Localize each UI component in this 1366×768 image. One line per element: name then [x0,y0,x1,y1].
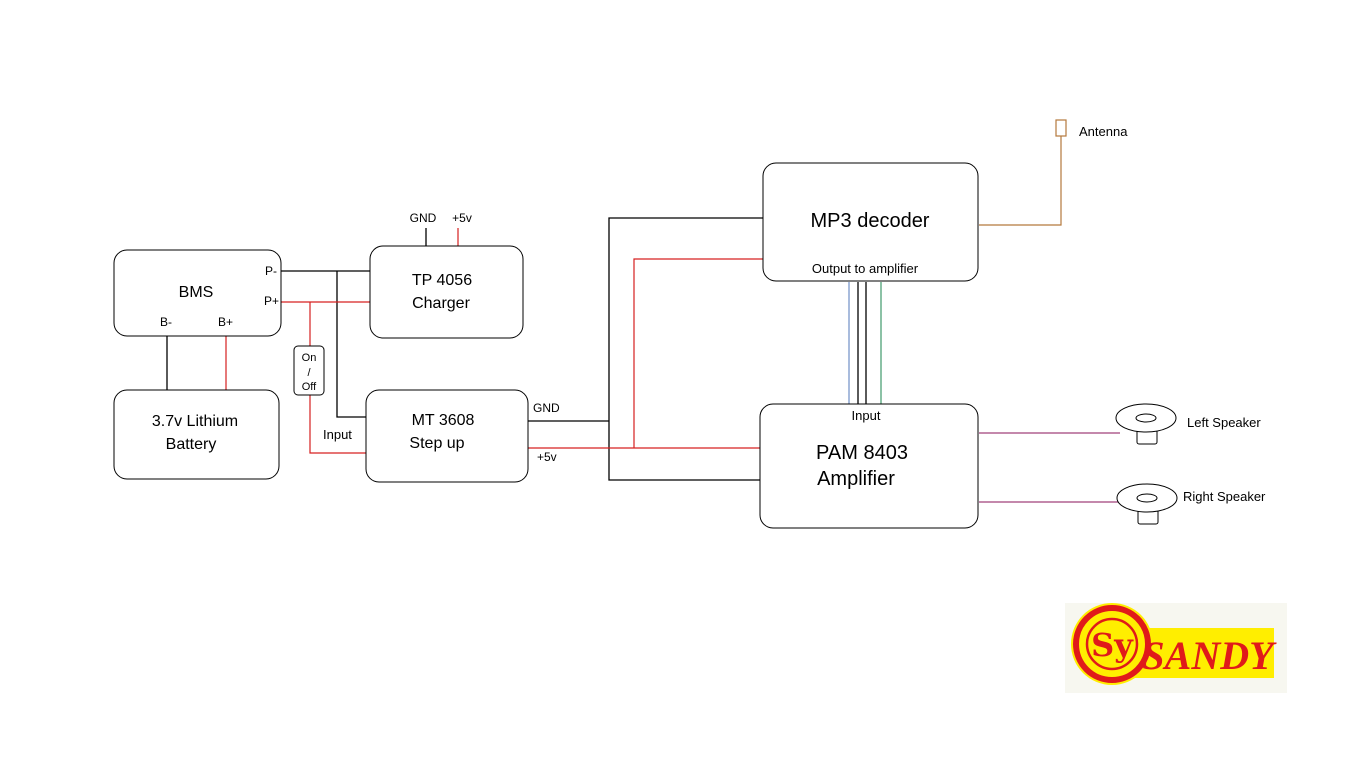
wire-antenna [979,136,1062,226]
sandy-logo: Sy SANDY [1065,603,1287,693]
stepup-gnd-label: GND [533,401,560,415]
antenna: Antenna [1055,119,1128,139]
battery-label-line1: 3.7v Lithium [152,413,238,430]
logo-badge-letters: Sy [1091,626,1134,664]
bms-pin-p-minus: P- [265,264,277,278]
wires [166,136,1120,503]
logo-text: SANDY [1142,633,1277,678]
stepup-input-label: Input [323,427,352,442]
bms-title: BMS [179,284,214,301]
amplifier-label-line2: Amplifier [817,468,895,490]
charger-block: TP 4056 Charger GND +5v [369,211,524,339]
wire-gnd-bus [608,217,763,481]
left-speaker: Left Speaker [1115,403,1261,445]
decoder-title: MP3 decoder [811,210,930,232]
switch-label-off: Off [302,381,317,393]
speaker-icon [1116,483,1178,525]
mp3-decoder-block: MP3 decoder Output to amplifier [762,162,979,282]
bms-pin-b-minus: B- [160,315,172,329]
left-speaker-label: Left Speaker [1187,415,1261,430]
battery-block: 3.7v Lithium Battery [113,389,280,480]
stepup-label-line2: Step up [409,435,464,452]
amplifier-label-line1: PAM 8403 [816,442,908,464]
right-speaker: Right Speaker [1116,483,1266,525]
stepup-block: MT 3608 Step up Input GND +5v [323,389,560,483]
bms-pin-p-plus: P+ [264,294,279,308]
right-speaker-label: Right Speaker [1183,489,1266,504]
amplifier-input-label: Input [852,408,881,423]
charger-gnd-label: GND [410,211,437,225]
speaker-icon [1115,403,1177,445]
power-switch: On / Off [293,345,325,396]
wire-p-minus-stepup [336,271,366,418]
wire-switch-stepup [309,395,366,454]
bms-pin-b-plus: B+ [218,315,233,329]
wire-5v-decoder [633,258,763,448]
antenna-icon [1055,119,1067,137]
battery-label-line2: Battery [166,436,217,453]
stepup-5v-label: +5v [537,450,557,464]
stepup-label-line1: MT 3608 [412,412,475,429]
charger-5v-label: +5v [452,211,472,225]
antenna-label: Antenna [1079,124,1128,139]
charger-label-line1: TP 4056 [412,272,472,289]
bms-block: BMS P- P+ B- B+ [113,249,282,337]
amplifier-block: PAM 8403 Amplifier Input [759,403,979,529]
switch-label-on: On [302,352,317,364]
decoder-output-label: Output to amplifier [812,261,919,276]
charger-label-line2: Charger [412,295,470,312]
switch-label-slash: / [307,367,311,379]
